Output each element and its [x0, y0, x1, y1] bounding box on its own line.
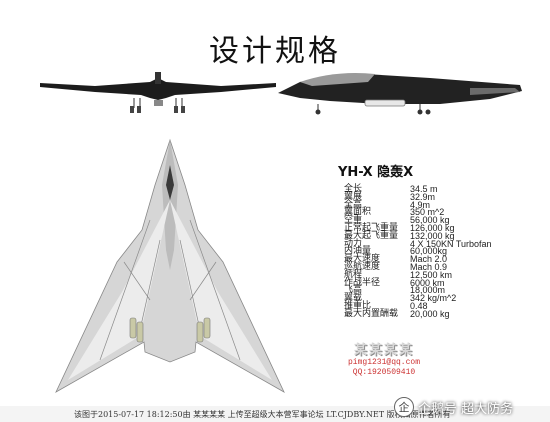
spec-label: 内油量 [344, 246, 372, 257]
spec-label: 最大起飞重量 [344, 230, 399, 241]
page-title: 设计规格 [209, 34, 341, 69]
spec-label: 推重比 [344, 300, 372, 311]
watermark: 某某某某 pimg1231@qq.com QQ:1920509410 [348, 339, 420, 378]
spec-value: 126,000 kg [410, 222, 455, 233]
spec-label: 翼载 [344, 293, 363, 304]
spec-label: 最大内置酬载 [344, 308, 399, 319]
spec-value: 34.5 m [410, 184, 438, 194]
spec-value: 56,000 kg [410, 215, 450, 226]
watermark-title: 某某某某 [354, 343, 415, 358]
spec-value: 4 X 150KN Turbofan [410, 238, 492, 249]
top-view-drawing [55, 138, 285, 393]
spec-label: 航程 [344, 269, 363, 280]
side-view-drawing [278, 73, 522, 115]
spec-value: 0.48 [410, 300, 428, 311]
spec-value: 60,000kg [410, 246, 448, 257]
spec-label: 全长 [344, 184, 363, 194]
penguin-icon: 企 [394, 397, 414, 417]
spec-value: 32.9m [410, 191, 436, 202]
spec-label: 空重 [344, 215, 363, 226]
spec-value: 6000 km [410, 277, 445, 288]
spec-label: 全高 [344, 199, 363, 210]
spec-label: 正常起飞重量 [344, 222, 399, 233]
spec-label: 飞高 [344, 285, 363, 296]
spec-label: 翼展 [344, 191, 363, 202]
spec-value: 342 kg/m^2 [410, 293, 457, 304]
spec-value: 132,000 kg [410, 230, 455, 241]
watermark-email: pimg1231@qq.com [348, 358, 421, 367]
front-view-drawing [40, 72, 276, 113]
spec-value: 18,000m [410, 285, 446, 296]
footer-credit: 该图于2015-07-17 18:12:50由 某某某某 上传至超级大本营军事论… [74, 410, 451, 419]
spec-value: Mach 0.9 [410, 261, 448, 272]
spec-value: 350 m^2 [410, 207, 445, 218]
spec-value: 4.9m [410, 199, 431, 210]
spec-label: 动力 [344, 238, 363, 249]
spec-label: 最大速度 [344, 254, 381, 265]
spec-heading: YH-X 隐轰X [338, 165, 414, 180]
source-badge-text: 企鹅号 超大防务 [418, 401, 514, 417]
spec-value: Mach 2.0 [410, 254, 448, 265]
spec-label: 翼面积 [344, 207, 372, 218]
watermark-qq: QQ:1920509410 [352, 368, 416, 377]
spec-value: 12,500 km [410, 269, 453, 280]
source-badge: 企 企鹅号 超大防务 [394, 395, 513, 419]
spec-label: 巡航速度 [344, 261, 381, 272]
spec-label: 作战半径 [344, 277, 381, 288]
spec-value: 20,000 kg [410, 308, 450, 319]
